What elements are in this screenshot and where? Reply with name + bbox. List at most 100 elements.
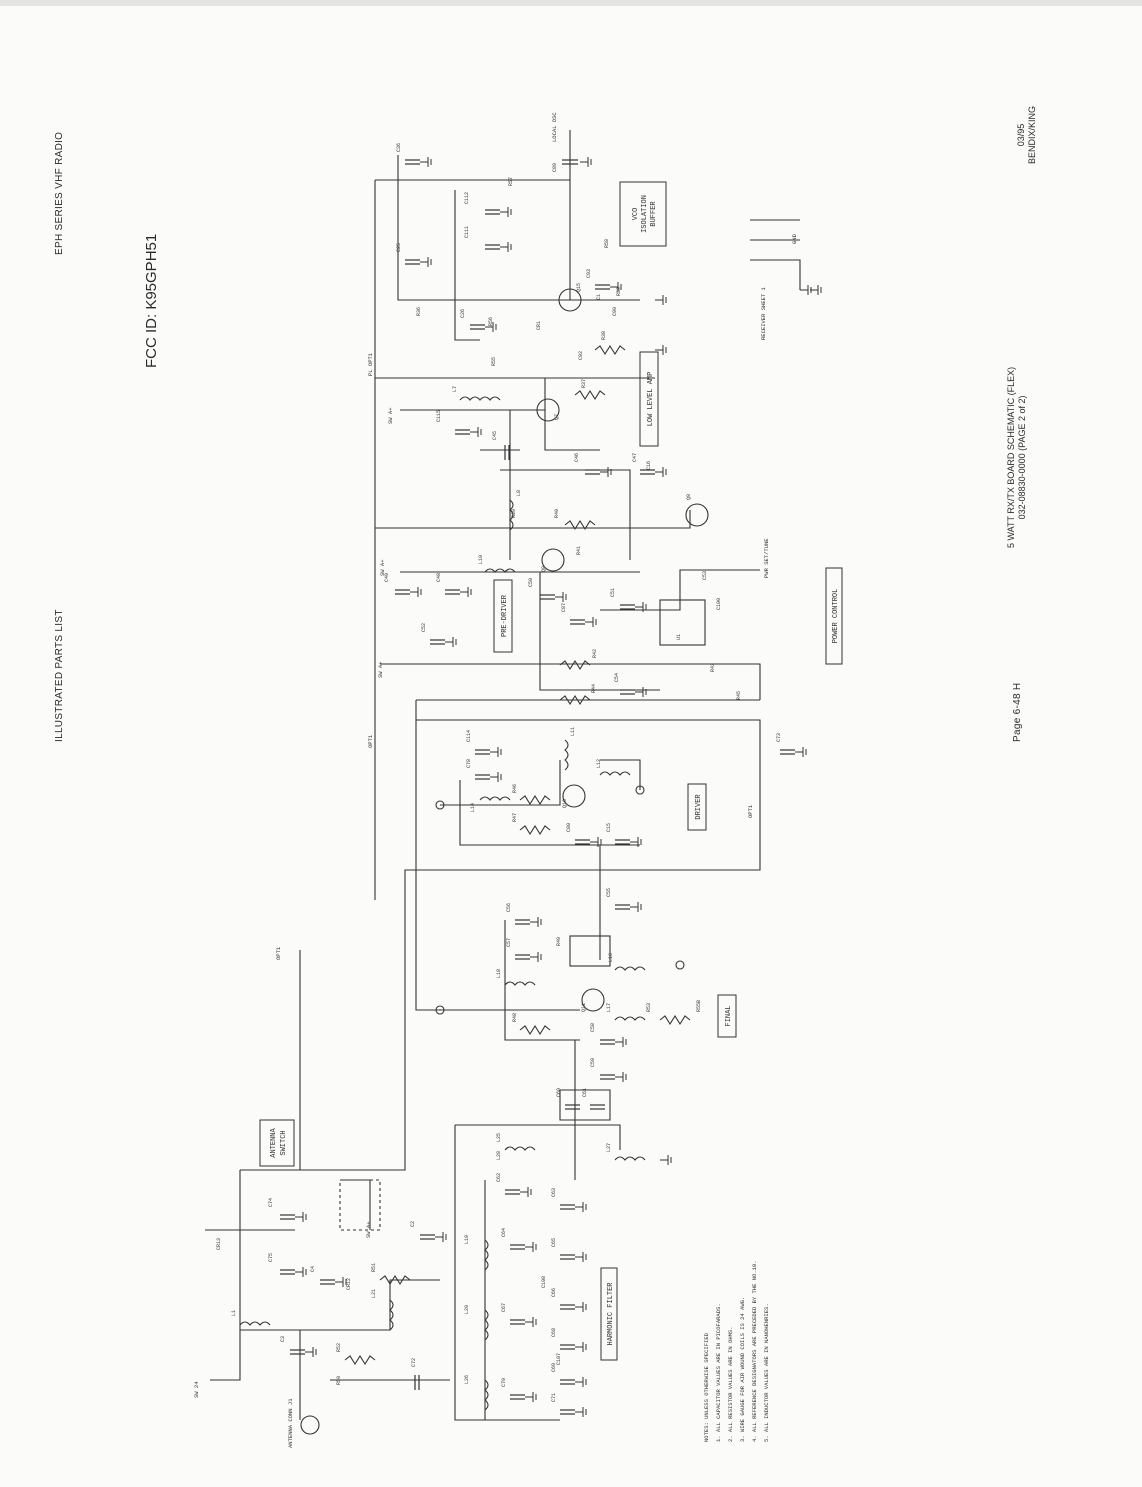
ref-c78: C78 xyxy=(466,759,472,768)
transistor-q15 xyxy=(558,288,582,312)
ground-symbol xyxy=(470,427,482,437)
ref-c72: C72 xyxy=(411,1358,417,1367)
ref-c62: C62 xyxy=(496,1173,502,1182)
ref-q11: Q11 xyxy=(581,1003,587,1012)
transistor-q9 xyxy=(685,503,709,527)
wire-ant-mid xyxy=(240,1279,440,1331)
wire-opt-loop xyxy=(300,719,761,1171)
ground-symbol xyxy=(580,157,592,167)
ground-symbol xyxy=(630,837,642,847)
ground-symbol xyxy=(555,592,567,602)
ref-c52: C52 xyxy=(421,623,427,632)
ref-c50: C50 xyxy=(528,578,534,587)
wire-c64-c65 xyxy=(559,1089,611,1121)
ref-q9: Q9 xyxy=(686,494,692,500)
ref-r41: R41 xyxy=(576,546,582,555)
inductor-l25 xyxy=(504,1146,536,1151)
inductor-l16 xyxy=(614,966,646,971)
note-line-4: 4. ALL REFERENCE DESIGNATORS ARE PRECEDE… xyxy=(751,1260,758,1442)
ground-symbol xyxy=(520,1187,532,1197)
ref-c90: C90 xyxy=(612,307,618,316)
wire-harm-top xyxy=(455,1124,621,1150)
resistor-r47 xyxy=(519,794,551,806)
note-line-0: NOTES: UNLESS OTHERWISE SPECIFIED xyxy=(703,1332,710,1442)
wire-lla-coll xyxy=(400,378,546,411)
ref-r39: R39 xyxy=(511,509,517,518)
ref-l18: L18 xyxy=(496,969,502,978)
ref-c45: C45 xyxy=(492,431,498,440)
test-point-r3 xyxy=(435,800,445,810)
ref-q15: Q15 xyxy=(576,283,582,292)
antenna-switch-label-2: SWITCH xyxy=(280,1130,288,1155)
ref-l1: L1 xyxy=(231,1310,237,1316)
inductor-l7 xyxy=(459,396,501,401)
inductor-l20 xyxy=(484,1379,489,1411)
ground-symbol xyxy=(460,587,472,597)
resistor-r43 xyxy=(559,659,591,671)
ground-symbol xyxy=(575,1252,587,1262)
ref-c36: C36 xyxy=(396,143,402,152)
ref-c100: C100 xyxy=(716,598,722,610)
transistor-q8 xyxy=(541,548,565,572)
ground-symbol xyxy=(795,747,807,757)
inductor-l28 xyxy=(484,1309,489,1341)
ref-c73: C73 xyxy=(776,733,782,742)
ref-c64: C64 xyxy=(501,1228,507,1237)
opt1-label-1: OPT1 xyxy=(367,734,374,748)
ref-c48: C48 xyxy=(436,573,442,582)
ref-c25: C25 xyxy=(396,243,402,252)
scan-edge xyxy=(0,0,1142,6)
gnd-label: GND xyxy=(791,233,798,244)
ref-c46: C46 xyxy=(574,453,580,462)
resistor-r52 xyxy=(379,1274,411,1286)
wire-final-base xyxy=(504,920,580,1041)
ref-c75: C75 xyxy=(268,1253,274,1262)
ref-c16: C16 xyxy=(646,461,652,470)
ref-c114: C114 xyxy=(466,730,472,742)
ref-c3: C3 xyxy=(280,1336,286,1342)
ref-c107: C107 xyxy=(556,1353,562,1365)
wire-l12 xyxy=(600,759,641,790)
resistor-r49 xyxy=(519,1024,551,1036)
inductor-l27 xyxy=(614,1156,646,1161)
ref-c65: C65 xyxy=(551,1238,557,1247)
ref-r37: R37 xyxy=(581,379,587,388)
ref-c51: C51 xyxy=(610,588,616,597)
resistor-r50-box xyxy=(569,935,611,967)
ref-r55b: R55B xyxy=(696,1000,702,1012)
ref-l19: L19 xyxy=(464,1235,470,1244)
ref-c26: C26 xyxy=(460,309,466,318)
inductor-l8 xyxy=(509,499,514,531)
ground-symbol xyxy=(525,1242,537,1252)
final-block: FINAL xyxy=(717,994,737,1038)
ref-u1: U1 xyxy=(676,634,682,640)
ref-r40: R40 xyxy=(554,509,560,518)
ground-symbol xyxy=(525,1317,537,1327)
capacitor-symbols xyxy=(280,159,795,1415)
ref-l14: L14 xyxy=(470,803,476,812)
ground-symbol xyxy=(615,1072,627,1082)
note-line-3: 3. WIRE GAUGE FOR AIR WOUND COILS IS 24 … xyxy=(739,1297,746,1442)
antenna-switch-label-1: ANTENNA xyxy=(270,1127,278,1157)
sw-24-label: SW 24 xyxy=(193,1381,200,1398)
ref-r45: R45 xyxy=(736,691,742,700)
inductor-l21 xyxy=(389,1299,394,1331)
ground-symbol xyxy=(575,1342,587,1352)
resistor-r55 xyxy=(659,1014,691,1026)
resistor-symbols xyxy=(344,344,691,1366)
test-point-r4 xyxy=(435,1005,445,1015)
ref-c63: C63 xyxy=(551,1188,557,1197)
ref-c71: C71 xyxy=(551,1393,557,1402)
resistor-r41 xyxy=(564,519,596,531)
test-point-b7 xyxy=(635,785,645,795)
wire-vco-caps xyxy=(454,190,480,341)
ref-l27: L27 xyxy=(606,1143,612,1152)
ref-r57: R57 xyxy=(508,177,514,186)
inductor-l12 xyxy=(599,771,631,776)
inductor-l14 xyxy=(479,796,511,801)
transistor-q10 xyxy=(562,784,586,808)
notes-block: NOTES: UNLESS OTHERWISE SPECIFIED 1. ALL… xyxy=(703,1260,770,1442)
ground-symbol xyxy=(575,1302,587,1312)
ref-c68: C68 xyxy=(551,1328,557,1337)
ref-c93: C93 xyxy=(586,269,592,278)
